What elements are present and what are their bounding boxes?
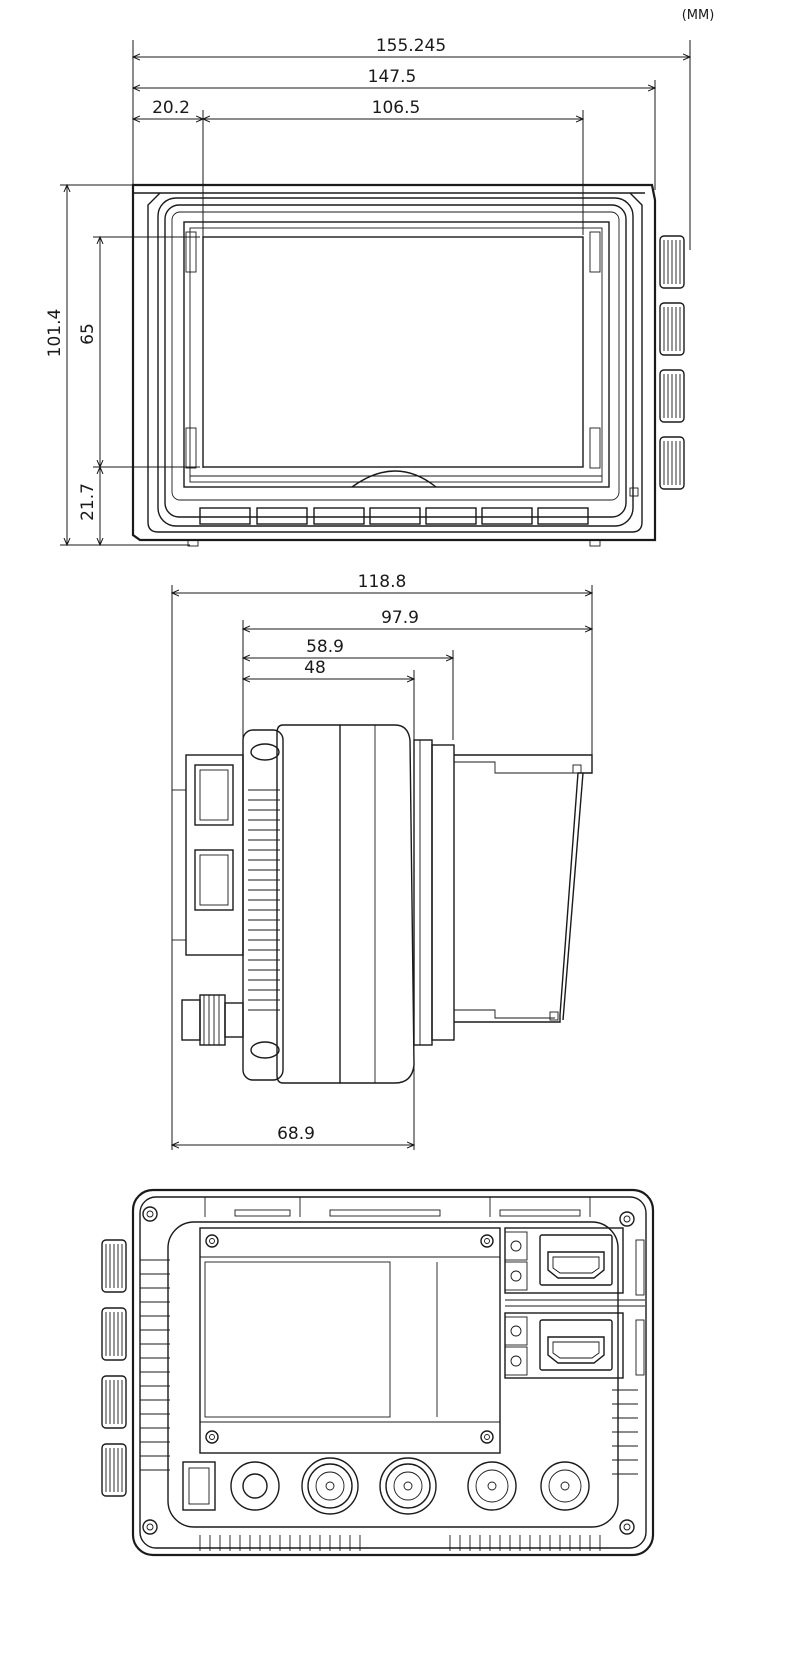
screw-icon bbox=[142, 1206, 158, 1222]
bnc-connector-icon bbox=[467, 1461, 517, 1511]
power-switch-icon bbox=[182, 1461, 216, 1511]
bnc-connector-icon bbox=[379, 1457, 437, 1515]
rear-right-vents bbox=[612, 1389, 638, 1475]
dim-body-depth-a: 58.9 bbox=[306, 637, 344, 657]
front-dimensions: 155.245 147.5 20.2 106.5 101.4 65 21.7 bbox=[45, 36, 690, 545]
bnc-connector-icon bbox=[301, 1457, 359, 1515]
knob-icon bbox=[659, 369, 685, 423]
dim-bottom-offset: 21.7 bbox=[78, 483, 98, 521]
screw-icon bbox=[619, 1211, 635, 1227]
knob-icon bbox=[101, 1443, 127, 1497]
rear-left-vents bbox=[140, 1259, 170, 1471]
heatsink-fins bbox=[248, 789, 280, 1011]
dim-body-depth-b: 48 bbox=[304, 658, 326, 678]
dim-depth-with-hood: 97.9 bbox=[381, 608, 419, 628]
dim-overall-width: 155.245 bbox=[376, 36, 446, 56]
screw-icon bbox=[619, 1519, 635, 1535]
dim-overall-height: 101.4 bbox=[45, 309, 65, 358]
dim-body-width: 147.5 bbox=[368, 67, 417, 87]
knob-icon bbox=[101, 1375, 127, 1429]
monitor-front-housing bbox=[131, 183, 657, 547]
front-view: 155.245 147.5 20.2 106.5 101.4 65 21.7 bbox=[45, 36, 690, 547]
front-side-knobs bbox=[659, 235, 685, 490]
monitor-side-profile bbox=[171, 724, 593, 1084]
knob-icon bbox=[659, 302, 685, 356]
rear-bottom-vents bbox=[199, 1535, 601, 1551]
dim-screen-width: 106.5 bbox=[372, 98, 421, 118]
knob-icon bbox=[659, 235, 685, 289]
dim-rear-depth: 68.9 bbox=[277, 1124, 315, 1144]
front-button-row bbox=[199, 507, 589, 525]
dim-overall-depth: 118.8 bbox=[358, 572, 407, 592]
dim-screen-height: 65 bbox=[78, 323, 98, 345]
side-dimensions: 118.8 97.9 58.9 48 68.9 bbox=[172, 572, 592, 1150]
rear-side-knobs bbox=[101, 1239, 127, 1497]
dc-jack-icon bbox=[230, 1461, 280, 1511]
knob-icon bbox=[101, 1239, 127, 1293]
screw-icon bbox=[142, 1519, 158, 1535]
knob-icon bbox=[659, 436, 685, 490]
rear-view bbox=[101, 1188, 655, 1557]
bnc-connector-icon bbox=[540, 1461, 590, 1511]
hdmi-port-icon bbox=[504, 1227, 624, 1294]
dim-left-offset: 20.2 bbox=[152, 98, 190, 118]
knob-icon bbox=[101, 1307, 127, 1361]
side-view: 118.8 97.9 58.9 48 68.9 bbox=[172, 572, 592, 1150]
screen-area bbox=[202, 236, 584, 468]
hdmi-port-icon bbox=[504, 1312, 624, 1379]
bnc-connector-icon bbox=[181, 994, 244, 1046]
monitor-rear-housing bbox=[131, 1188, 655, 1557]
units-label: (MM) bbox=[682, 8, 715, 23]
